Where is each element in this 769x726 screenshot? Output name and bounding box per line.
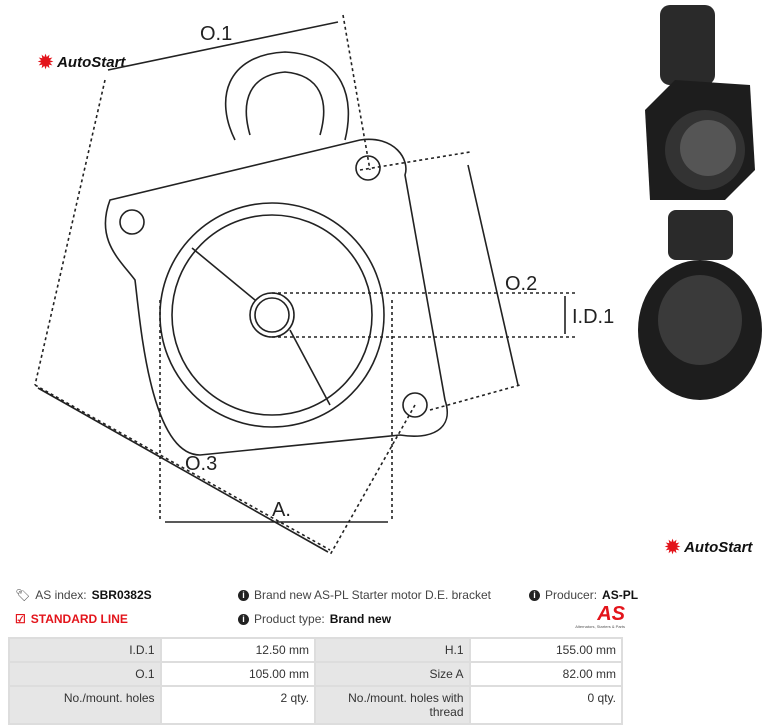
producer-logo: AS Alternators, Starters & Parts [575,603,625,629]
label-o1: O.1 [200,23,232,45]
info-icon: i [238,589,249,601]
label-o3: O.3 [185,453,217,475]
logo-gear-icon: ✹ [665,537,681,557]
label-o2: O.2 [505,273,537,295]
label-id1: I.D.1 [572,306,614,328]
check-square-icon: ☑ [15,612,26,626]
autostart-logo: ✹ AutoStart [38,52,126,72]
logo-gear-icon: ✹ [38,52,54,72]
info-icon: i [238,613,249,625]
product-photos [638,5,762,400]
technical-drawing: O.1 O.2 O.3 I.D.1 A. [34,14,614,556]
standard-line-badge: ☑ STANDARD LINE [15,612,128,626]
label-a: A. [272,499,291,521]
as-index: 🏷 AS index:SBR0382S [15,588,152,602]
autostart-logo-bottom: ✹ AutoStart [665,537,753,557]
info-icon: i [529,589,540,601]
tags-icon: 🏷 [15,588,31,602]
